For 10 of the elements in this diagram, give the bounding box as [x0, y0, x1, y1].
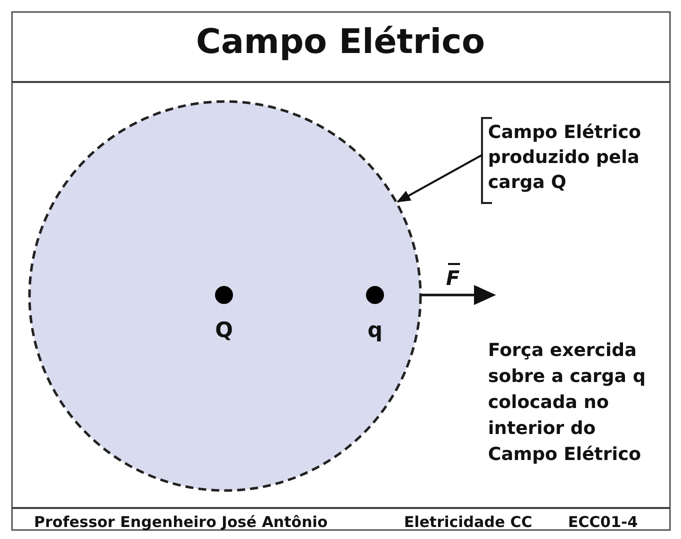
leader-line — [396, 154, 482, 203]
field-circle — [28, 100, 422, 492]
force-description: Força exercida sobre a carga q colocada no interior do Campo Elétrico — [488, 339, 647, 467]
course-name: Eletricidade CC — [404, 513, 534, 531]
callout-text: Campo Elétrico produzido pela carga Q — [488, 112, 668, 208]
author-name: Professor Engenheiro José Antônio — [34, 513, 329, 531]
title: Campo Elétrico — [195, 22, 486, 62]
charge-label: q — [366, 318, 384, 342]
charge-label: Q — [214, 318, 234, 342]
slide-code: ECC01-4 — [568, 513, 638, 531]
